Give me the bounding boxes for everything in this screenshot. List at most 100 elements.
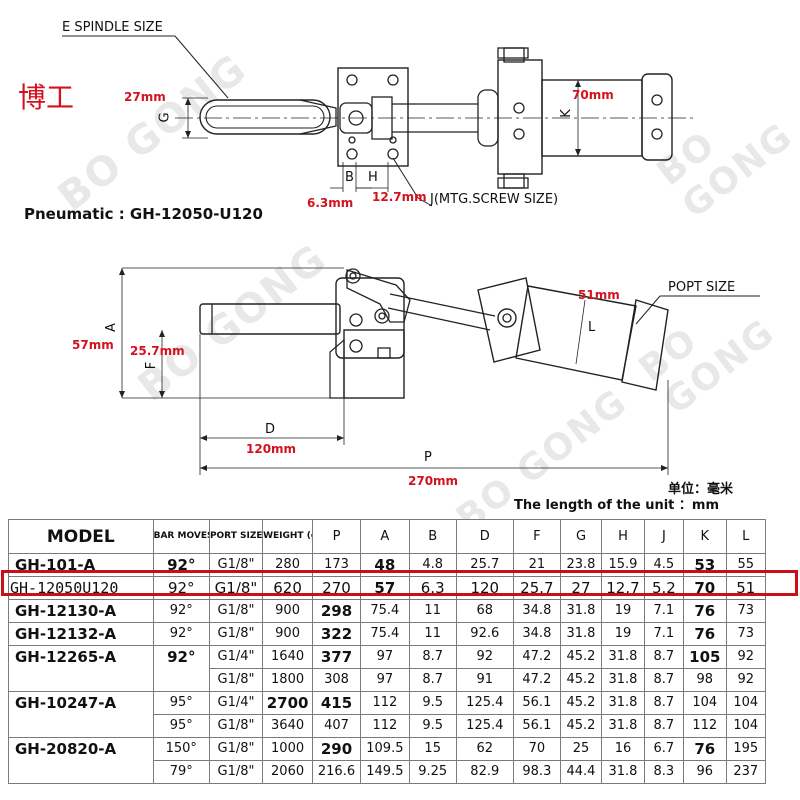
- f-letter-label: F: [144, 361, 160, 370]
- cell-k: 76: [683, 599, 727, 623]
- cell-g: 45.2: [559, 645, 603, 669]
- cell-p: 308: [312, 668, 361, 692]
- cell-f: 47.2: [512, 645, 561, 669]
- cell-j: 8.7: [643, 668, 685, 692]
- table-row: GH-12132-A 92° G1/8" 900 322 75.4 11 92.…: [8, 622, 767, 646]
- f-value-label: 25.7mm: [130, 344, 185, 358]
- b-letter-label: B: [345, 170, 354, 185]
- cell-l: 92: [725, 645, 767, 669]
- cell-p: 298: [312, 599, 361, 623]
- cell-a: 109.5: [359, 737, 410, 761]
- cell-port: G1/4": [208, 691, 264, 715]
- h-value-label: 12.7mm: [372, 190, 427, 204]
- table-header-row: MODEL BAR MOVES PORT SIZE WEIGHT (g) P A…: [8, 519, 767, 554]
- cell-weight: 620: [262, 576, 314, 600]
- cell-port: G1/8": [208, 668, 264, 692]
- cell-h: 19: [601, 622, 645, 646]
- spindle-size-label: E SPINDLE SIZE: [62, 20, 163, 35]
- cell-weight: 900: [262, 622, 314, 646]
- cell-h: 15.9: [601, 553, 645, 577]
- cell-k: 104: [683, 691, 727, 715]
- cell-weight: 1000: [262, 737, 314, 761]
- technical-drawing: BO GONG BO GONG BO GONG BO GONG BO GONG: [18, 20, 800, 540]
- cell-bar-moves: 92°: [152, 553, 210, 577]
- g-letter-label: G: [157, 112, 173, 123]
- cell-p: 290: [312, 737, 361, 761]
- cell-bar-moves: 95°: [152, 714, 210, 738]
- cell-j: 6.7: [643, 737, 685, 761]
- a-letter-label: A: [103, 323, 119, 332]
- cell-b: 8.7: [408, 668, 457, 692]
- cell-b: 11: [408, 622, 457, 646]
- cell-model: GH-12265-A: [8, 645, 154, 669]
- cell-model: GH-10247-A: [8, 691, 154, 715]
- cell-weight: 1800: [262, 668, 314, 692]
- table-row: GH-10247-A 95° G1/4" 2700 415 112 9.5 12…: [8, 691, 767, 715]
- cell-g: 31.8: [559, 622, 603, 646]
- cell-bar-moves: 92°: [152, 622, 210, 646]
- h-letter-label: H: [368, 170, 378, 185]
- cell-model: GH-101-A: [8, 553, 154, 577]
- cell-bar-moves: 92°: [152, 576, 210, 600]
- cell-weight: 1640: [262, 645, 314, 669]
- header-k: K: [683, 519, 727, 554]
- cell-k: 98: [683, 668, 727, 692]
- cell-b: 8.7: [408, 645, 457, 669]
- cell-b: 11: [408, 599, 457, 623]
- cell-l: 51: [725, 576, 767, 600]
- cell-port: G1/8": [208, 576, 264, 600]
- cell-bar-moves: 92°: [152, 645, 210, 669]
- cell-port: G1/8": [208, 553, 264, 577]
- cell-f: 56.1: [512, 691, 561, 715]
- p-value-label: 270mm: [408, 474, 459, 488]
- header-g: G: [559, 519, 603, 554]
- cell-d: 92: [455, 645, 514, 669]
- cell-model: GH-20820-A: [8, 737, 154, 761]
- cell-l: 104: [725, 691, 767, 715]
- header-p: P: [312, 519, 361, 554]
- cell-j: 7.1: [643, 622, 685, 646]
- cell-port: G1/4": [208, 645, 264, 669]
- cell-g: 45.2: [559, 691, 603, 715]
- table-row: GH-12130-A 92° G1/8" 900 298 75.4 11 68 …: [8, 599, 767, 623]
- cell-g: 31.8: [559, 599, 603, 623]
- cell-b: 4.8: [408, 553, 457, 577]
- k-letter-label: K: [558, 109, 574, 118]
- cell-bar-moves: 150°: [152, 737, 210, 761]
- cell-h: 12.7: [601, 576, 645, 600]
- g-value-label: 27mm: [124, 90, 166, 104]
- cell-bar-moves: [152, 668, 210, 692]
- cell-f: 34.8: [512, 622, 561, 646]
- table-row: GH-12265-A 92° G1/4" 1640 377 97 8.7 92 …: [8, 645, 767, 669]
- cell-g: 23.8: [559, 553, 603, 577]
- cell-weight: 3640: [262, 714, 314, 738]
- cell-model: GH-12132-A: [8, 622, 154, 646]
- cell-model: [8, 760, 154, 784]
- cell-model: [8, 714, 154, 738]
- cell-h: 31.8: [601, 760, 645, 784]
- cell-l: 73: [725, 622, 767, 646]
- cell-a: 48: [359, 553, 410, 577]
- cell-f: 70: [512, 737, 561, 761]
- cell-a: 149.5: [359, 760, 410, 784]
- cell-g: 44.4: [559, 760, 603, 784]
- cell-d: 91: [455, 668, 514, 692]
- cell-b: 9.5: [408, 691, 457, 715]
- l-letter-label: L: [588, 320, 596, 335]
- cell-j: 5.2: [643, 576, 685, 600]
- spec-table: MODEL BAR MOVES PORT SIZE WEIGHT (g) P A…: [8, 519, 767, 784]
- a-value-label: 57mm: [72, 338, 114, 352]
- cell-l: 195: [725, 737, 767, 761]
- cell-f: 25.7: [512, 576, 561, 600]
- unit-note-english: The length of the unit ：mm: [514, 498, 720, 513]
- cell-f: 21: [512, 553, 561, 577]
- table-row: 95° G1/8" 3640 407 112 9.5 125.4 56.1 45…: [8, 714, 767, 738]
- cell-f: 34.8: [512, 599, 561, 623]
- cell-f: 47.2: [512, 668, 561, 692]
- header-h: H: [601, 519, 645, 554]
- cell-a: 112: [359, 691, 410, 715]
- cell-j: 4.5: [643, 553, 685, 577]
- cell-l: 237: [725, 760, 767, 784]
- header-bar-moves: BAR MOVES: [152, 519, 210, 554]
- cell-k: 112: [683, 714, 727, 738]
